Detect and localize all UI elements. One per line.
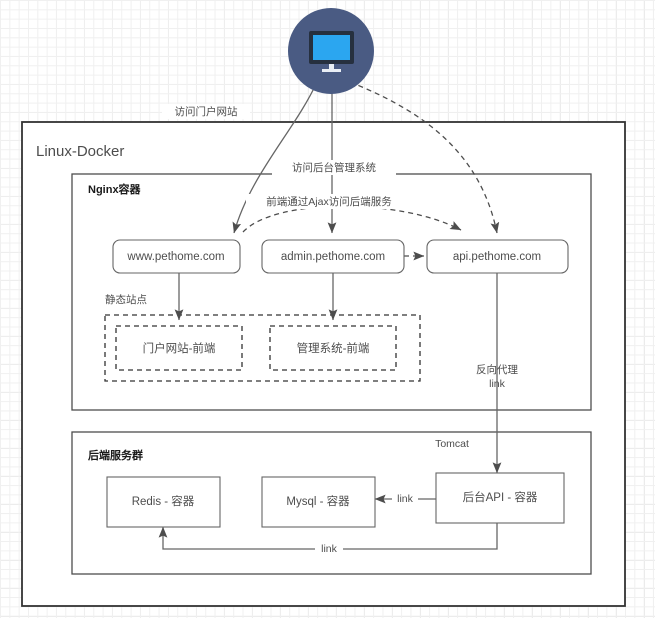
- edge-label-ajax: 前端通过Ajax访问后端服务: [266, 195, 392, 208]
- edge-label-bg-visit-portal: [162, 104, 250, 119]
- edge-label-bg-ajax: [246, 194, 412, 209]
- edge-label-bg-link-mysql: [392, 492, 418, 506]
- edge-client-to-www: [232, 81, 318, 234]
- monitor-icon-base: [322, 69, 341, 72]
- node-admin-pethome[interactable]: [261, 239, 405, 274]
- edge-label-tomcat: Tomcat: [435, 438, 469, 450]
- static-site-container: [104, 314, 421, 382]
- monitor-icon-stand: [329, 64, 334, 70]
- node-www-pethome[interactable]: [112, 239, 241, 274]
- backend-service-title: 后端服务群: [88, 448, 143, 462]
- node-api-pethome-label: api.pethome.com: [453, 251, 541, 263]
- edge-label-visit-portal: 访问门户网站: [175, 105, 238, 118]
- static-site-label: 静态站点: [105, 293, 147, 306]
- node-www-pethome-label: www.pethome.com: [126, 251, 224, 263]
- node-backend-api[interactable]: [435, 472, 565, 524]
- edge-client-to-api: [349, 81, 500, 234]
- edge-label-bg-tomcat: [424, 437, 480, 452]
- edge-label-bg-visit-admin: [272, 160, 396, 175]
- admin-frontend-box[interactable]: [269, 325, 397, 371]
- edge-label-reverse-proxy: 反向代理: [476, 363, 518, 376]
- node-admin-pethome-label: admin.pethome.com: [281, 251, 385, 263]
- admin-frontend-label: 管理系统-前端: [297, 341, 370, 355]
- node-mysql-label: Mysql - 容器: [286, 494, 350, 508]
- edge-label-visit-admin: 访问后台管理系统: [292, 161, 376, 174]
- edge-label-reverse-proxy-link: link: [489, 378, 506, 390]
- node-redis-label: Redis - 容器: [132, 494, 195, 508]
- client-node[interactable]: [288, 8, 374, 94]
- backend-service-group: [71, 431, 592, 575]
- portal-frontend-box[interactable]: [115, 325, 243, 371]
- nginx-container-title: Nginx容器: [88, 182, 142, 196]
- node-api-pethome[interactable]: [426, 239, 569, 274]
- edge-label-bg-link-redis: [315, 542, 343, 556]
- node-backend-api-label: 后台API - 容器: [463, 490, 538, 504]
- node-mysql[interactable]: [261, 476, 376, 528]
- portal-frontend-label: 门户网站-前端: [143, 341, 216, 355]
- linux-docker-title: Linux-Docker: [36, 143, 124, 160]
- edge-label-link-mysql: link: [397, 493, 414, 505]
- node-redis[interactable]: [106, 476, 221, 528]
- edge-label-link-redis: link: [321, 543, 338, 555]
- monitor-icon-screen: [313, 35, 350, 60]
